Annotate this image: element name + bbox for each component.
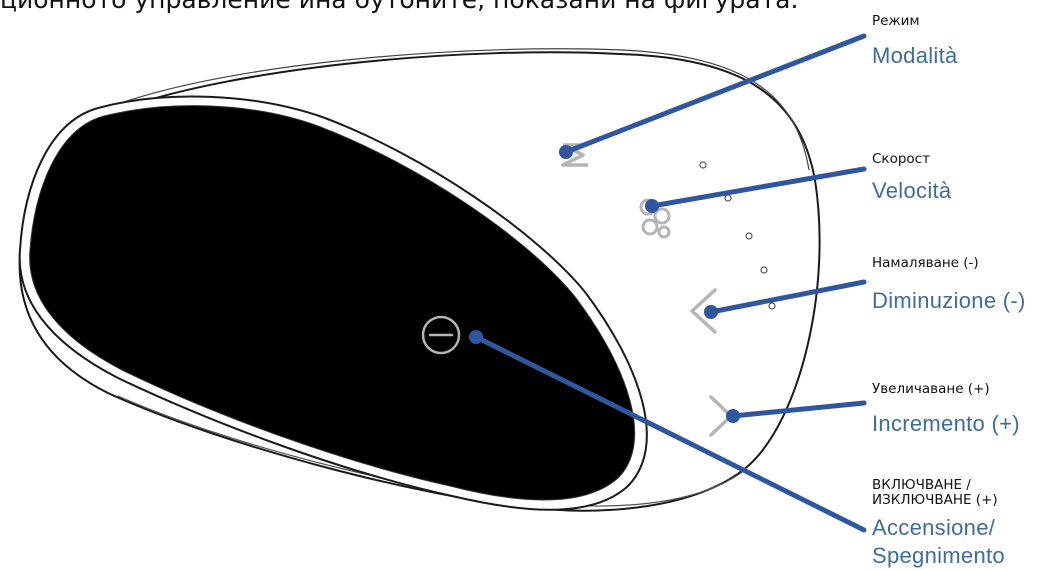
leader-dot-power xyxy=(469,330,483,344)
power-label-it-line2: Spegnimento xyxy=(872,543,1005,569)
indicator-dot xyxy=(700,162,706,168)
decrease-label-it: Diminuzione (-) xyxy=(872,288,1026,314)
mode-label-it: Modalità xyxy=(872,43,958,69)
indicator-dot xyxy=(761,267,767,273)
speed-label-bg: Скорост xyxy=(872,151,930,167)
mode-label-bg: Режим xyxy=(872,13,920,29)
power-label-bg-line1: ВКЛЮЧВАНЕ / xyxy=(872,477,971,493)
indicator-dot xyxy=(746,233,752,239)
power-label-bg-line2: ИЗКЛЮЧВАНЕ (+) xyxy=(872,492,998,508)
speed-label-it: Velocità xyxy=(872,178,951,204)
indicator-dot xyxy=(725,195,731,201)
indicator-dot xyxy=(769,303,775,309)
leader-dot-increase xyxy=(726,409,740,423)
increase-label-it: Incremento (+) xyxy=(872,411,1020,437)
leader-dot-speed xyxy=(645,199,659,213)
decrease-label-bg: Намаляване (-) xyxy=(872,255,979,271)
increase-label-bg: Увеличаване (+) xyxy=(872,381,990,397)
power-label-it-line1: Accensione/ xyxy=(872,515,995,541)
leader-dot-mode xyxy=(559,145,573,159)
leader-dot-decrease xyxy=(704,305,718,319)
device-body xyxy=(20,49,820,511)
